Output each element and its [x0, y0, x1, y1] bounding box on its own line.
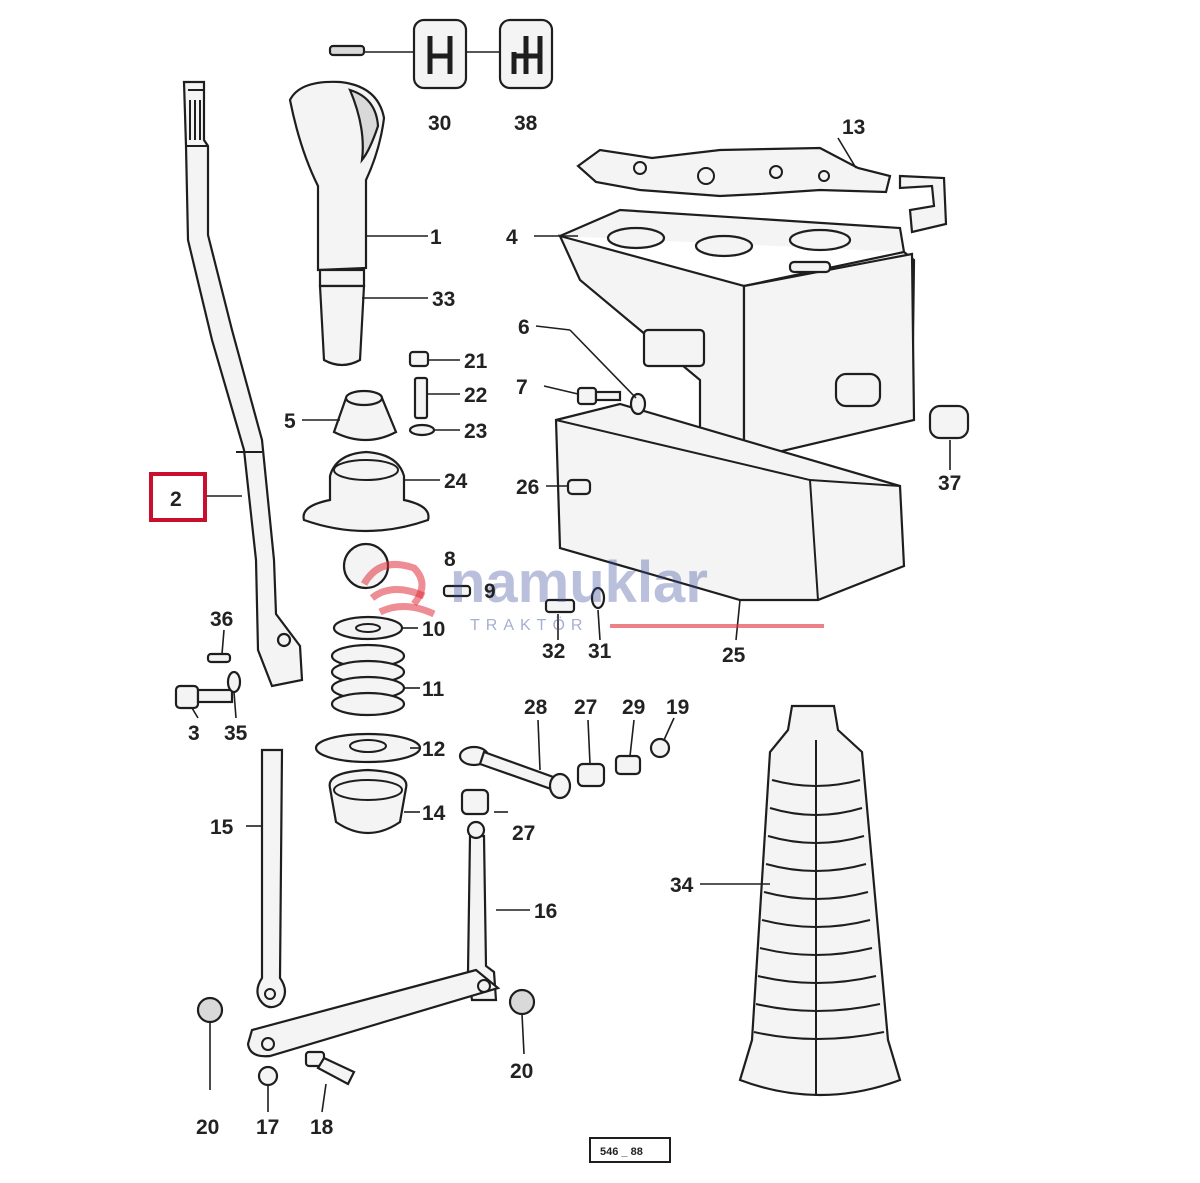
- watermark-sub: TRAKTÖR: [470, 616, 588, 634]
- label-35: 35: [224, 722, 248, 745]
- label-17: 17: [256, 1116, 279, 1139]
- part-21-nut[interactable]: [408, 350, 430, 368]
- label-27-bottom: 27: [512, 822, 535, 845]
- part-23-washer[interactable]: [408, 423, 436, 437]
- part-28-link[interactable]: [458, 745, 572, 800]
- part-26-bolt[interactable]: [566, 478, 592, 496]
- label-1: 1: [430, 226, 442, 249]
- part-32-bolt[interactable]: [544, 598, 576, 614]
- label-28: 28: [524, 696, 548, 719]
- label-3: 3: [188, 722, 200, 745]
- label-38: 38: [514, 112, 538, 135]
- label-6: 6: [518, 316, 530, 339]
- part-29-bolt[interactable]: [614, 754, 642, 776]
- label-26: 26: [516, 476, 539, 499]
- part-25-base-tray[interactable]: [554, 402, 906, 602]
- label-15: 15: [210, 816, 234, 839]
- part-37-bushing[interactable]: [928, 404, 970, 440]
- label-32: 32: [542, 640, 565, 663]
- callout-labels: 1 2 3 4 5 6 7 8 9 10 11 12 13 14 15 16 1…: [170, 112, 961, 1139]
- part-11-spring[interactable]: [330, 643, 406, 717]
- part-1-knob[interactable]: [288, 80, 386, 288]
- label-18: 18: [310, 1116, 334, 1139]
- label-5: 5: [284, 410, 296, 433]
- part-12-flange[interactable]: [314, 732, 422, 764]
- label-27-top: 27: [574, 696, 597, 719]
- watermark-logo-mark: [360, 561, 436, 618]
- label-31: 31: [588, 640, 612, 663]
- part-20-nut-right[interactable]: [508, 988, 536, 1016]
- part-15-rod[interactable]: [256, 748, 287, 1009]
- label-9: 9: [484, 580, 496, 603]
- label-20-left: 20: [196, 1116, 219, 1139]
- label-36: 36: [210, 608, 233, 631]
- label-30: 30: [428, 112, 451, 135]
- label-16: 16: [534, 900, 557, 923]
- part-33-sleeve[interactable]: [318, 284, 366, 367]
- label-7: 7: [516, 376, 528, 399]
- part-27-bushing[interactable]: [576, 762, 606, 788]
- label-22: 22: [464, 384, 487, 407]
- label-34: 34: [670, 874, 694, 897]
- part-2-gear-lever[interactable]: [182, 80, 304, 688]
- label-25: 25: [722, 644, 746, 667]
- part-31-washer[interactable]: [590, 586, 606, 610]
- label-11: 11: [422, 678, 445, 701]
- part-36-pin[interactable]: [206, 652, 232, 664]
- part-30-shift-plate[interactable]: [412, 18, 468, 90]
- part-38-shift-plate[interactable]: [498, 18, 554, 90]
- leader-lines: [191, 137, 951, 1113]
- reference-code-text: 546 _ 88: [600, 1146, 643, 1158]
- highlight-box: [149, 472, 207, 522]
- part-16-lever-arm[interactable]: [246, 820, 501, 1058]
- part-6-washer[interactable]: [629, 392, 647, 416]
- label-4: 4: [506, 226, 518, 249]
- label-37: 37: [938, 472, 961, 495]
- part-20-nut-left[interactable]: [196, 996, 224, 1024]
- part-7-bolt[interactable]: [576, 386, 622, 406]
- part-3-bolt[interactable]: [174, 684, 234, 710]
- label-10: 10: [422, 618, 445, 641]
- label-23: 23: [464, 420, 487, 443]
- label-8: 8: [444, 548, 456, 571]
- part-9-bolt[interactable]: [442, 584, 472, 598]
- watermark: namuklar TRAKTÖR: [360, 550, 824, 634]
- part-19-nut[interactable]: [649, 737, 671, 759]
- label-12: 12: [422, 738, 445, 761]
- part-27-bushing-lower[interactable]: [460, 788, 490, 816]
- reference-code: 546 _ 88: [589, 1137, 671, 1163]
- part-17-nut[interactable]: [257, 1065, 279, 1087]
- part-pin-top: [328, 44, 366, 57]
- label-33: 33: [432, 288, 455, 311]
- part-34-large-boot[interactable]: [738, 704, 902, 1097]
- label-29: 29: [622, 696, 645, 719]
- label-14: 14: [422, 802, 446, 825]
- part-24-housing[interactable]: [302, 450, 430, 533]
- part-14-small-boot[interactable]: [328, 768, 408, 834]
- part-35-washer[interactable]: [226, 670, 242, 694]
- label-2: 2: [170, 488, 182, 511]
- part-13-top-plate[interactable]: [576, 146, 892, 198]
- label-13: 13: [842, 116, 865, 139]
- label-21: 21: [464, 350, 488, 373]
- label-19: 19: [666, 696, 689, 719]
- part-18-bolt[interactable]: [304, 1050, 356, 1086]
- label-20-right: 20: [510, 1060, 533, 1083]
- label-24: 24: [444, 470, 468, 493]
- watermark-brand: namuklar: [450, 550, 708, 615]
- part-22-stud[interactable]: [413, 376, 429, 420]
- part-4-shift-housing[interactable]: [558, 174, 948, 462]
- part-5-cap[interactable]: [332, 389, 398, 442]
- part-10-washer[interactable]: [332, 615, 404, 641]
